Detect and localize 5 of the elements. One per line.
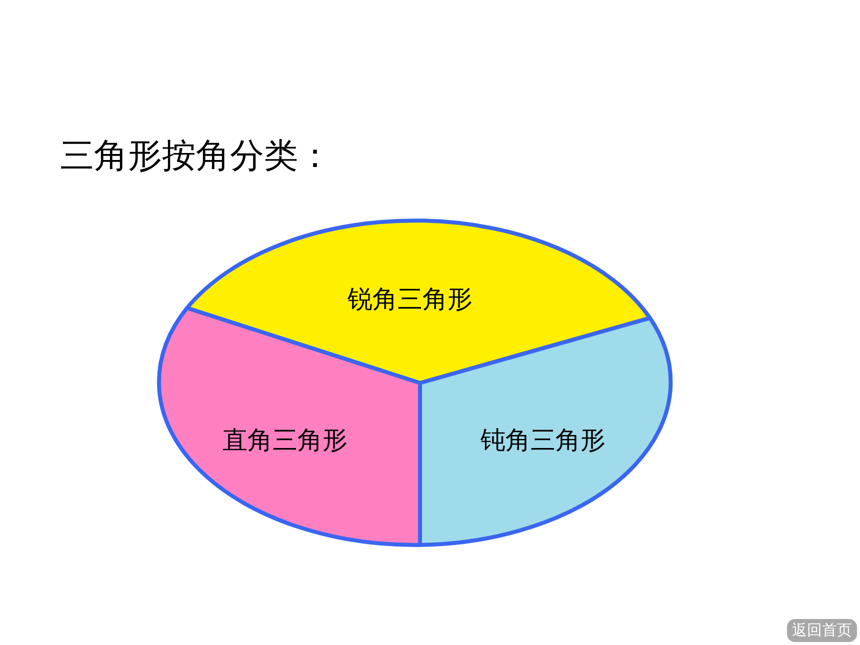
sector-label: 直角三角形 [222, 424, 348, 456]
home-button: 返回首页 [787, 619, 857, 642]
sector-label: 锐角三角形 [348, 284, 472, 316]
title: 三角形按角分类： [60, 135, 332, 178]
sector-label: 钝角三角形 [480, 424, 606, 456]
